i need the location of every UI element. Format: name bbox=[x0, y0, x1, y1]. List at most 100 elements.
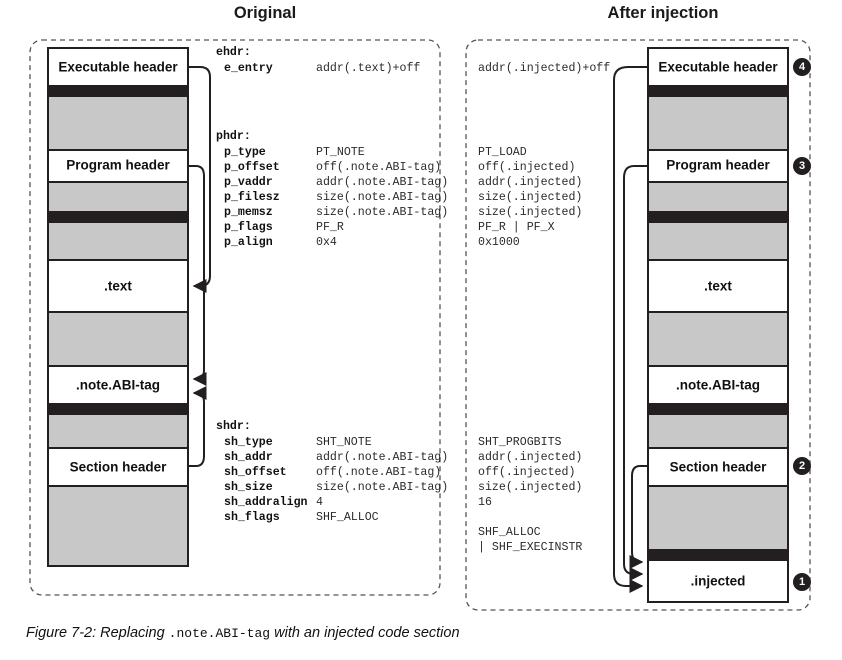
section-note-abi-tag bbox=[47, 365, 189, 405]
badge-2-number: 2 bbox=[799, 460, 805, 472]
badge-3: 3 bbox=[793, 157, 811, 175]
after-section-label-note-abi-tag: .note.ABI-tag bbox=[676, 378, 760, 393]
column-title-after: After injection bbox=[608, 4, 719, 22]
field-original-p_flags: PF_R bbox=[316, 221, 344, 234]
field-name-sh_addralign: sh_addralign bbox=[224, 496, 308, 509]
field-original-sh_addralign: 4 bbox=[316, 496, 323, 509]
group-label-shdr: shdr: bbox=[216, 420, 251, 433]
connectors-original bbox=[188, 66, 211, 467]
badge-4-number: 4 bbox=[799, 61, 806, 73]
connector-e-entry bbox=[188, 66, 211, 293]
field-after-sh_flags: SHF_ALLOC bbox=[478, 526, 541, 539]
field-after-sh_addr: addr(.injected) bbox=[478, 451, 582, 464]
field-name-sh_flags: sh_flags bbox=[224, 511, 280, 524]
field-original-sh_size: size(.note.ABI-tag) bbox=[316, 481, 448, 494]
after-connector-e-entry bbox=[613, 66, 648, 593]
caption-suffix: with an injected code section bbox=[270, 625, 460, 641]
section-label-executable-header: Executable header bbox=[58, 60, 178, 75]
field-name-sh_size: sh_size bbox=[224, 481, 273, 494]
field-name-sh_addr: sh_addr bbox=[224, 451, 273, 464]
field-original-p_vaddr: addr(.note.ABI-tag) bbox=[316, 176, 448, 189]
group-label-phdr: phdr: bbox=[216, 130, 251, 143]
field-name-p_vaddr: p_vaddr bbox=[224, 176, 273, 189]
field-name-p_flags: p_flags bbox=[224, 221, 273, 234]
after-section-gap-3 bbox=[647, 181, 789, 213]
field-name-sh_type: sh_type bbox=[224, 436, 273, 449]
section-gap-8 bbox=[47, 413, 189, 449]
section-label-note-abi-tag: .note.ABI-tag bbox=[76, 378, 160, 393]
field-original-p_align: 0x4 bbox=[316, 236, 337, 249]
field-after-e_entry: addr(.injected)+off bbox=[478, 62, 610, 75]
after-section-gap-10 bbox=[647, 549, 789, 561]
column-title-original: Original bbox=[234, 4, 296, 22]
field-original-sh_flags: SHF_ALLOC bbox=[316, 511, 379, 524]
after-section-label-program-header: Program header bbox=[666, 158, 770, 173]
after-connector-shdr bbox=[629, 465, 648, 569]
field-after-sh_addralign: 16 bbox=[478, 496, 492, 509]
field-original-sh_type: SHT_NOTE bbox=[316, 436, 372, 449]
field-original-sh_offset: off(.note.ABI-tag) bbox=[316, 466, 441, 479]
section-label-text: .text bbox=[104, 279, 132, 294]
figure-caption: Figure 7-2: Replacing .note.ABI-tag with… bbox=[26, 625, 826, 641]
section-label-section-header: Section header bbox=[70, 460, 168, 475]
field-name-p_type: p_type bbox=[224, 146, 266, 159]
field-group-shdr: shdr: sh_type SHT_NOTE SHT_PROGBITS sh_a… bbox=[216, 420, 582, 554]
field-name-p_memsz: p_memsz bbox=[224, 206, 273, 219]
after-section-gap-4 bbox=[647, 211, 789, 223]
section-text bbox=[47, 259, 189, 313]
after-section-gap-5 bbox=[647, 221, 789, 261]
field-after-p_vaddr: addr(.injected) bbox=[478, 176, 582, 189]
field-after-p_align: 0x1000 bbox=[478, 236, 520, 249]
section-gap-1 bbox=[47, 85, 189, 97]
after-section-gap-8 bbox=[647, 413, 789, 449]
field-after-p_type: PT_LOAD bbox=[478, 146, 527, 159]
badge-1-number: 1 bbox=[799, 576, 805, 588]
field-original-p_type: PT_NOTE bbox=[316, 146, 365, 159]
step-badges: 4 3 2 1 bbox=[793, 58, 811, 591]
after-connector-phdr bbox=[623, 165, 648, 581]
field-after-sh_size: size(.injected) bbox=[478, 481, 582, 494]
field-original-p_filesz: size(.note.ABI-tag) bbox=[316, 191, 448, 204]
field-after-sh_flags-cont: | SHF_EXECINSTR bbox=[478, 541, 582, 554]
field-name-p_align: p_align bbox=[224, 236, 273, 249]
connectors-after bbox=[613, 66, 648, 593]
connector-shdr bbox=[188, 386, 207, 467]
field-original-p_offset: off(.note.ABI-tag) bbox=[316, 161, 441, 174]
after-section-label-section-header: Section header bbox=[670, 460, 768, 475]
badge-2-circle bbox=[793, 457, 811, 475]
connector-phdr bbox=[188, 165, 207, 386]
field-after-p_flags: PF_R | PF_X bbox=[478, 221, 555, 234]
after-section-gap-7 bbox=[647, 403, 789, 415]
badge-4: 4 bbox=[793, 58, 811, 76]
field-name-sh_offset: sh_offset bbox=[224, 466, 287, 479]
after-section-gap-6 bbox=[647, 311, 789, 367]
panel-after bbox=[465, 39, 811, 611]
field-name-p_filesz: p_filesz bbox=[224, 191, 280, 204]
badge-3-circle bbox=[793, 157, 811, 175]
field-original-sh_addr: addr(.note.ABI-tag) bbox=[316, 451, 448, 464]
group-label-ehdr: ehdr: bbox=[216, 46, 251, 59]
badge-1: 1 bbox=[793, 573, 811, 591]
section-gap-3 bbox=[47, 181, 189, 213]
section-gap-6 bbox=[47, 311, 189, 367]
memory-column-after: Executable header Program header .text .… bbox=[647, 47, 789, 603]
badge-3-number: 3 bbox=[799, 160, 805, 172]
after-section-executable-header bbox=[647, 47, 789, 87]
field-after-p_offset: off(.injected) bbox=[478, 161, 575, 174]
field-after-sh_type: SHT_PROGBITS bbox=[478, 436, 562, 449]
field-group-phdr: phdr: p_type PT_NOTE PT_LOAD p_offset of… bbox=[216, 130, 582, 249]
section-gap-5 bbox=[47, 221, 189, 261]
after-section-label-executable-header: Executable header bbox=[658, 60, 778, 75]
after-section-label-injected: .injected bbox=[691, 574, 746, 589]
field-after-p_memsz: size(.injected) bbox=[478, 206, 582, 219]
field-after-p_filesz: size(.injected) bbox=[478, 191, 582, 204]
section-gap-7 bbox=[47, 403, 189, 415]
badge-1-circle bbox=[793, 573, 811, 591]
memory-column-original: Executable header Program header .text .… bbox=[47, 47, 189, 567]
field-original-p_memsz: size(.note.ABI-tag) bbox=[316, 206, 448, 219]
caption-mono-term: .note.ABI-tag bbox=[168, 626, 271, 641]
section-label-program-header: Program header bbox=[66, 158, 170, 173]
field-name-p_offset: p_offset bbox=[224, 161, 280, 174]
section-gap-9 bbox=[47, 485, 189, 567]
